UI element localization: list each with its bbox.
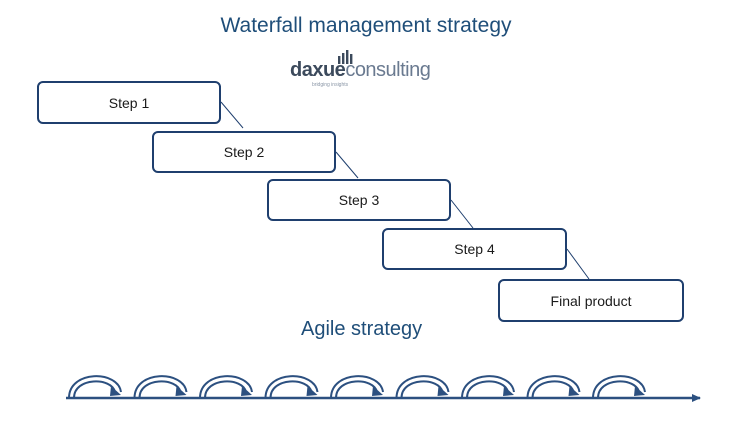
agile-cycle-icon <box>133 375 188 399</box>
agile-cycle-icon <box>264 375 319 399</box>
agile-cycle-icon <box>526 375 581 399</box>
waterfall-title: Waterfall management strategy <box>220 14 512 37</box>
agile-cycle-icon <box>461 375 515 399</box>
agile-cycle-icon <box>330 375 384 399</box>
logo-bars-icon <box>338 50 353 64</box>
agile-title: Agile strategy <box>301 318 423 340</box>
connector-line-2 <box>335 151 359 179</box>
connector-line-3 <box>450 199 474 229</box>
step-box-2: Step 2 <box>152 131 336 173</box>
final-product-box: Final product <box>498 279 684 322</box>
logo-text-dark: daxue <box>290 59 346 81</box>
agile-cycles <box>68 375 646 399</box>
company-logo: daxueconsulting bridging insights <box>290 50 450 90</box>
connector-line-1 <box>220 101 244 129</box>
agile-cycle-icon <box>68 375 122 399</box>
connector-line-4 <box>566 248 590 280</box>
logo-text-light: consulting <box>345 59 431 81</box>
agile-cycle-icon <box>592 375 646 399</box>
step-box-3: Step 3 <box>267 179 451 221</box>
agile-cycle-icon <box>395 375 450 399</box>
logo-tagline: bridging insights <box>312 82 349 88</box>
step-box-1: Step 1 <box>37 81 221 124</box>
logo-wordmark: daxueconsulting <box>290 59 431 81</box>
agile-cycle-icon <box>199 375 253 399</box>
step-box-4: Step 4 <box>382 228 567 270</box>
